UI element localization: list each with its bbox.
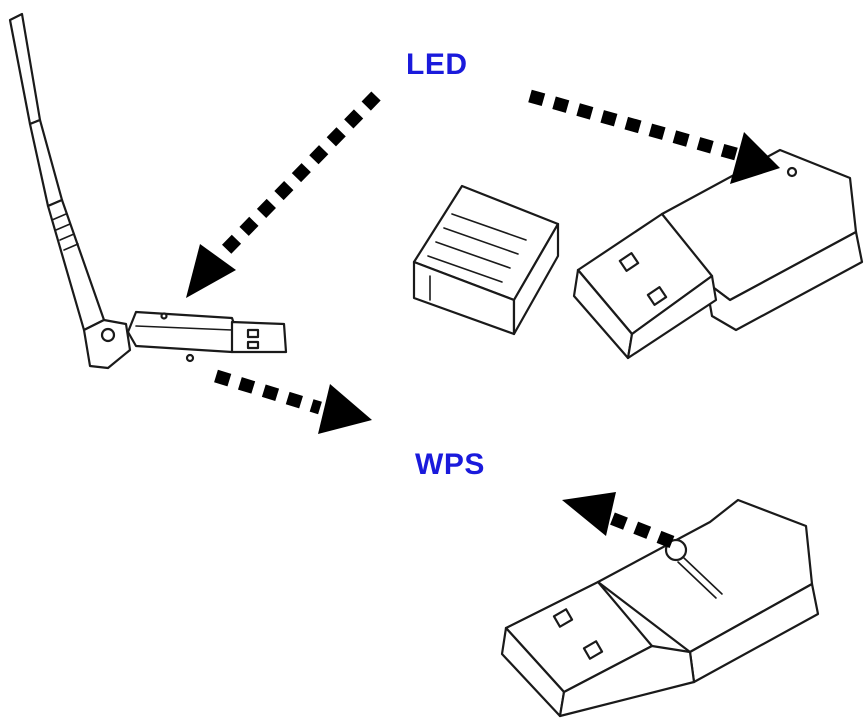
mini-usb-adapter-icon bbox=[572, 148, 864, 360]
arrow-antenna-adapter-to-wps bbox=[214, 369, 372, 434]
arrow-led-to-antenna-adapter bbox=[186, 91, 381, 298]
mini-usb-adapter-wps-icon bbox=[500, 498, 820, 718]
usb-cap-icon bbox=[412, 184, 560, 336]
led-label: LED bbox=[406, 48, 468, 81]
arrow-wps-button-to-wps bbox=[562, 492, 675, 549]
antenna-usb-adapter-icon bbox=[8, 12, 288, 370]
arrow-led-to-mini-adapter bbox=[528, 89, 780, 184]
wps-label: WPS bbox=[415, 448, 485, 481]
